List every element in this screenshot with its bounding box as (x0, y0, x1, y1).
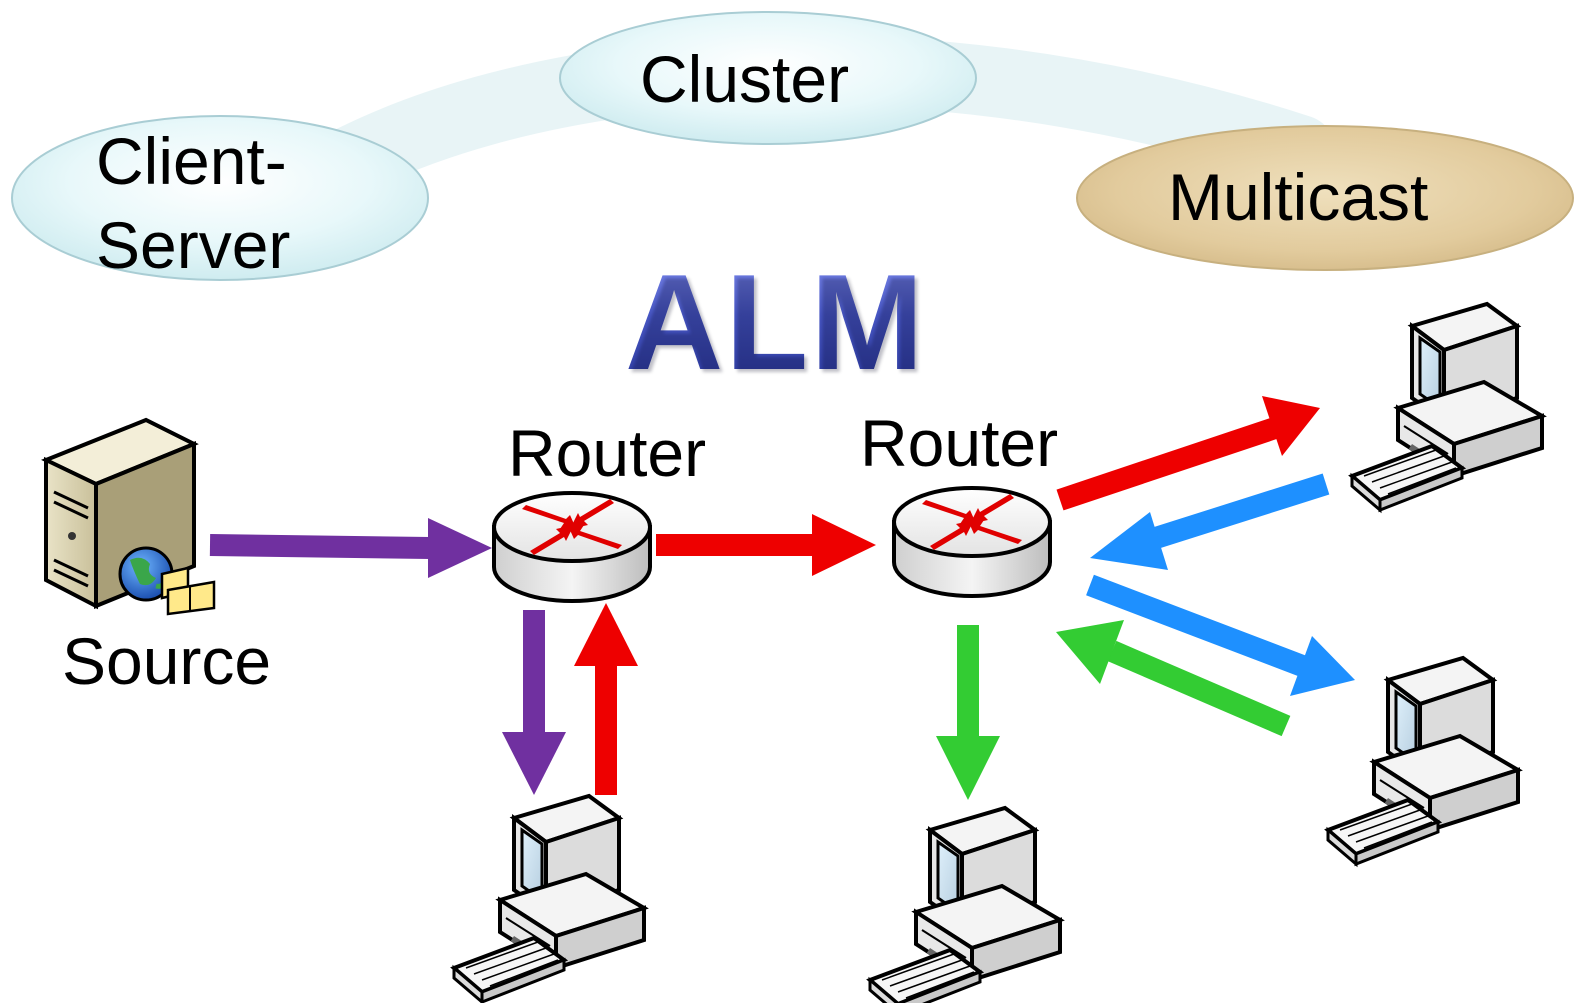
arrow-router2-to-computer-top (1056, 396, 1320, 511)
arrow-computer-bottom-right-to-router2 (1056, 620, 1291, 737)
source-label: Source (62, 624, 272, 698)
computer-bottom-middle-icon (868, 806, 1062, 1003)
router-1-label: Router (508, 416, 707, 490)
cluster-label: Cluster (640, 42, 850, 116)
arrow-router2-to-computer-bottom (936, 625, 1000, 800)
diagram-title: ALM (625, 246, 926, 398)
router-2-label: Router (860, 406, 1059, 480)
arrow-source-to-router1 (209, 518, 492, 578)
multicast-label: Multicast (1168, 160, 1429, 234)
documents-icon (160, 566, 216, 616)
router-1-icon (492, 491, 652, 603)
client-server-label-line1: Client- (96, 124, 287, 198)
computer-bottom-left-icon (452, 794, 646, 1003)
arrow-router2-to-computer-bottom-right (1086, 574, 1355, 696)
computer-top-right-icon (1350, 302, 1544, 512)
arrow-computer-top-to-router2 (1090, 473, 1330, 570)
client-server-label-line2: Server (96, 208, 291, 282)
router-2-icon (892, 486, 1052, 598)
client-server-bubble (11, 115, 429, 281)
multicast-bubble (1076, 125, 1574, 271)
cluster-bubble (559, 11, 977, 145)
computer-bottom-right-icon (1326, 656, 1520, 866)
globe-icon (118, 546, 174, 602)
arrow-computer-to-router1 (574, 603, 638, 795)
arrow-router1-to-computer (502, 610, 566, 795)
arrow-router1-to-router2 (656, 514, 876, 576)
